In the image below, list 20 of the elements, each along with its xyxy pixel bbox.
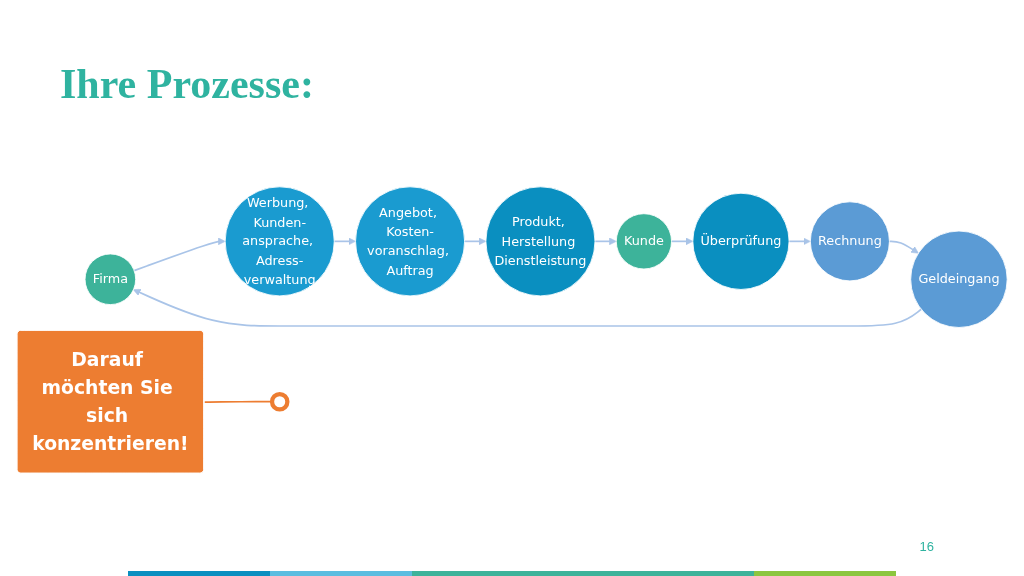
arrow (333, 237, 356, 246)
arrow (463, 237, 487, 246)
node-circle: Rechnung (809, 201, 890, 282)
arrow (888, 240, 919, 254)
node-circle: Firma (84, 253, 137, 305)
arrow (594, 237, 617, 246)
page-number: 16 (919, 539, 934, 554)
node-circle: Kunde (615, 213, 672, 270)
slide-title: Ihre Prozesse: (60, 60, 314, 108)
node-circle: Werbung, Kunden-ansprache, Adress-verwaltung (224, 186, 335, 297)
arrow (788, 237, 811, 246)
arrow (133, 237, 226, 272)
node-circle: Geldeingang (910, 230, 1008, 328)
node-circle: Überprüfung (692, 192, 790, 290)
node-circle (269, 391, 290, 412)
arrow (133, 288, 922, 327)
arrow (670, 237, 694, 246)
node-circle: Angebot, Kosten-voranschlag, Auftrag (355, 186, 466, 297)
connector (203, 400, 273, 403)
node-circle: Produkt, Herstellung Dienstleistung (485, 186, 596, 297)
